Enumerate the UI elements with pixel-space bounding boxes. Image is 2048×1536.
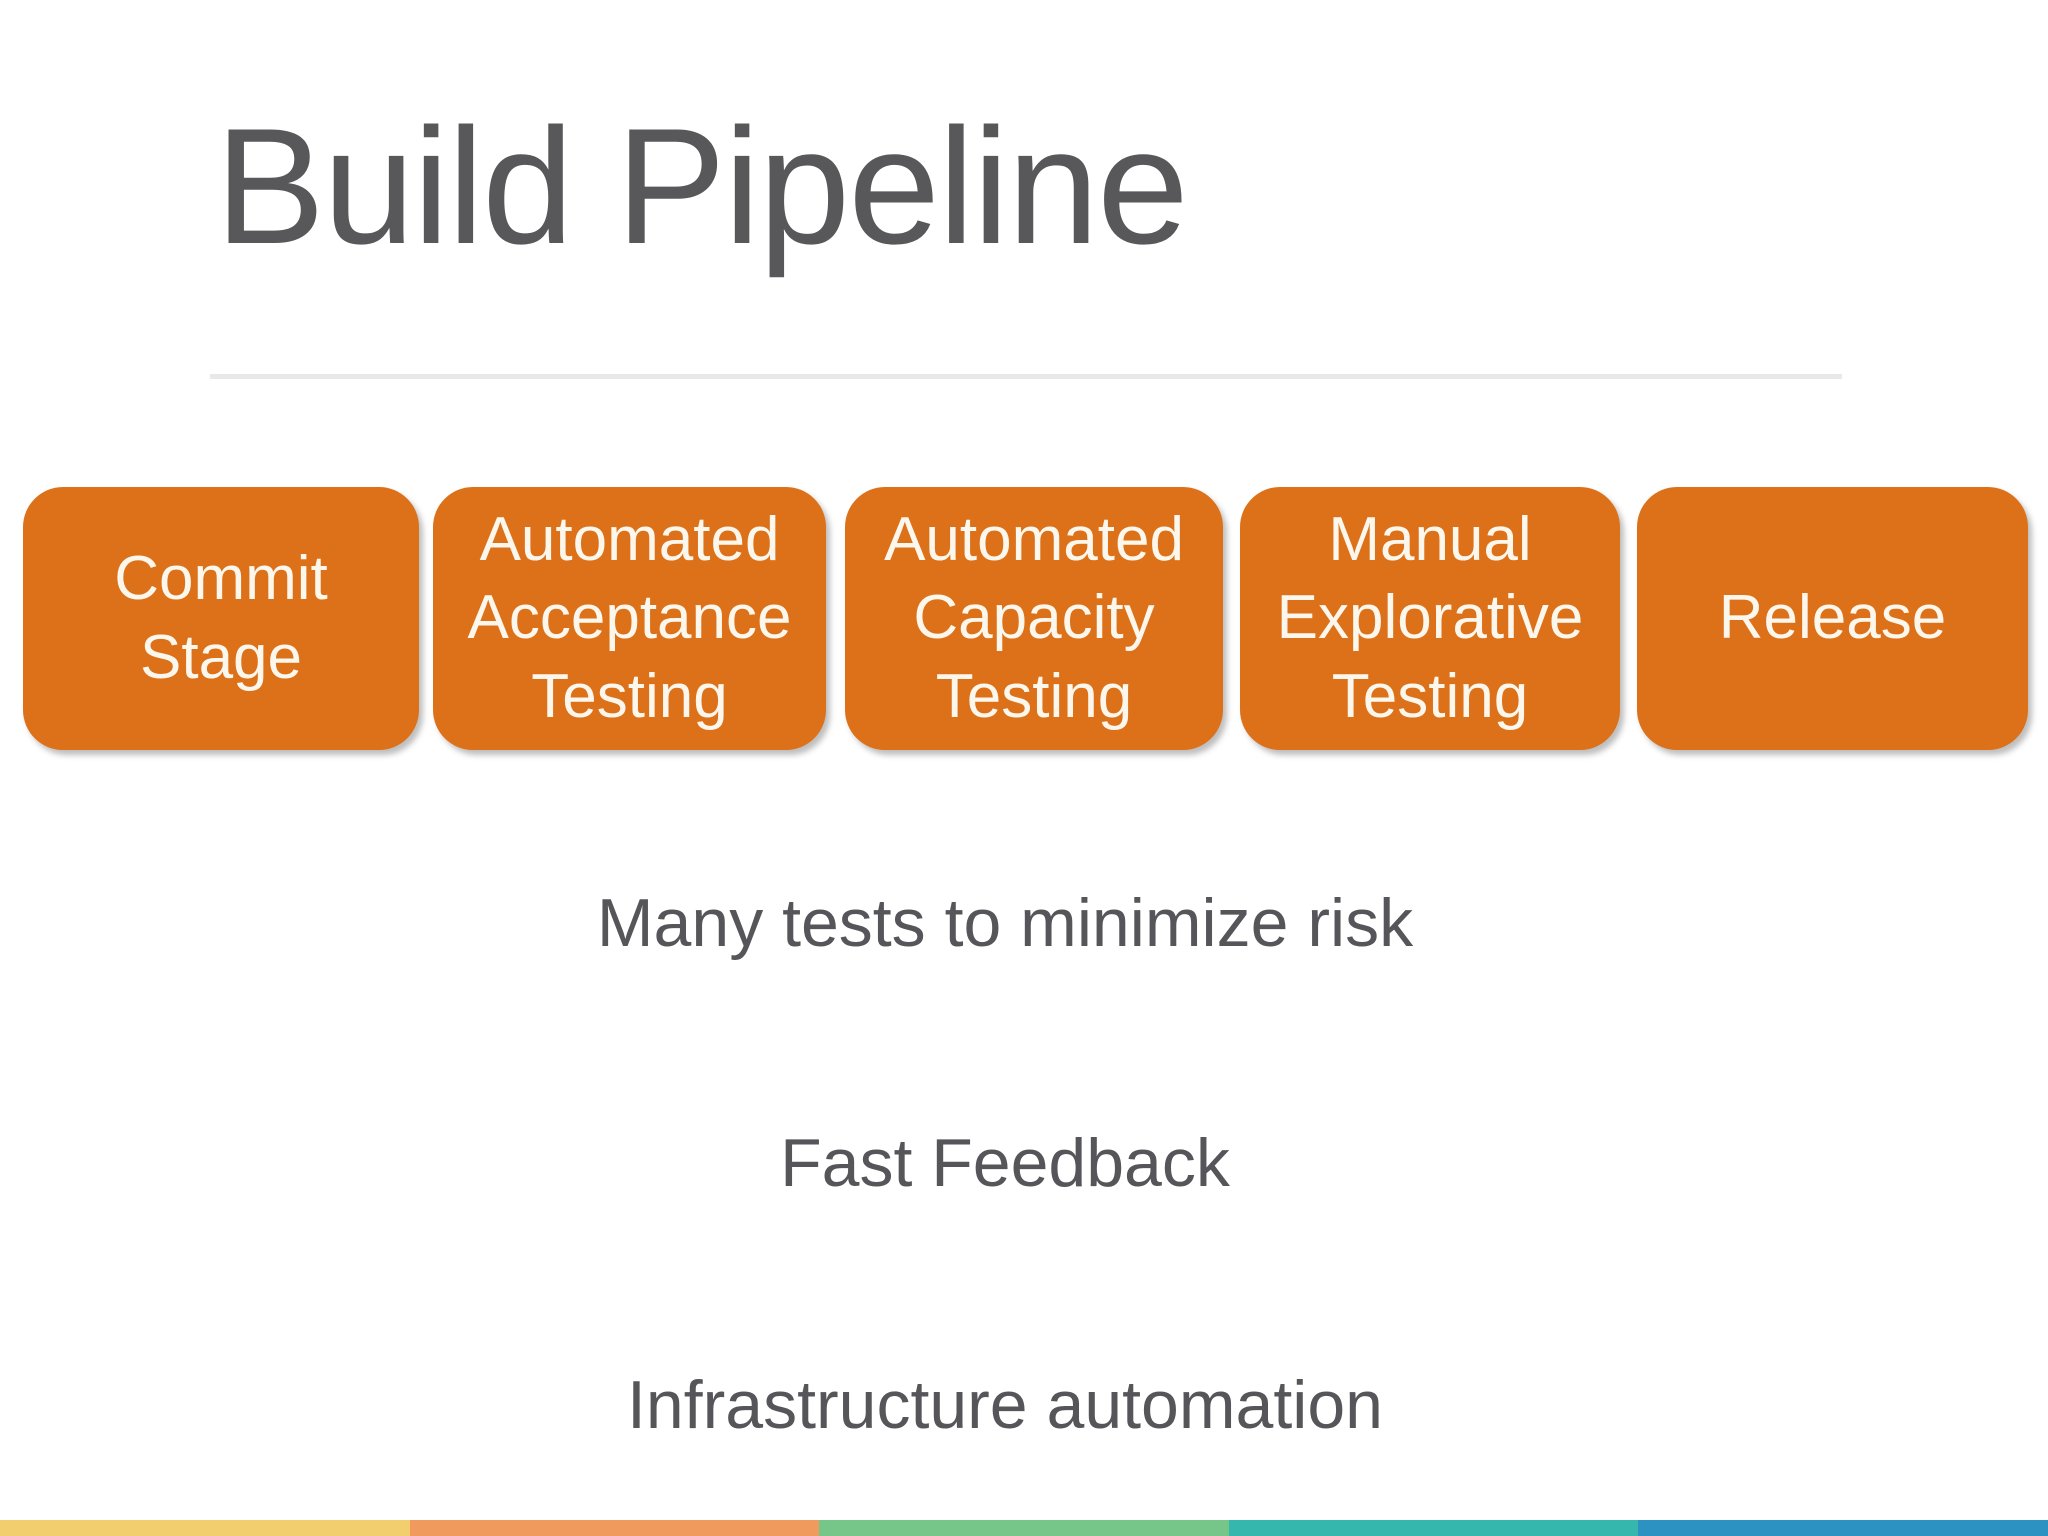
note-infrastructure-automation: Infrastructure automation <box>627 1367 1383 1443</box>
stage-box-release: Release <box>1637 487 2028 750</box>
footer-stripe-green <box>819 1520 1229 1536</box>
note-fast-feedback: Fast Feedback <box>780 1125 1230 1201</box>
stage-label: Manual Explorative Testing <box>1276 505 1584 731</box>
stage-label: Commit Stage <box>114 544 328 692</box>
footer-stripe-blue <box>1638 1520 2048 1536</box>
stage-box-automated-acceptance-testing: Automated Acceptance Testing <box>433 487 826 750</box>
note-many-tests: Many tests to minimize risk <box>596 885 1414 961</box>
stage-label: Automated Capacity Testing <box>884 505 1184 731</box>
stage-box-automated-capacity-testing: Automated Capacity Testing <box>845 487 1223 750</box>
stage-label: Automated Acceptance Testing <box>467 505 792 731</box>
footer-color-bar <box>0 1520 2048 1536</box>
stage-box-commit-stage: Commit Stage <box>23 487 419 750</box>
footer-stripe-yellow <box>0 1520 410 1536</box>
title-divider <box>210 374 1842 379</box>
slide-title: Build Pipeline <box>215 94 1189 278</box>
stage-label: Release <box>1718 583 1947 653</box>
footer-stripe-teal <box>1228 1520 1639 1536</box>
stage-box-manual-explorative-testing: Manual Explorative Testing <box>1240 487 1620 750</box>
footer-stripe-orange <box>409 1520 820 1536</box>
